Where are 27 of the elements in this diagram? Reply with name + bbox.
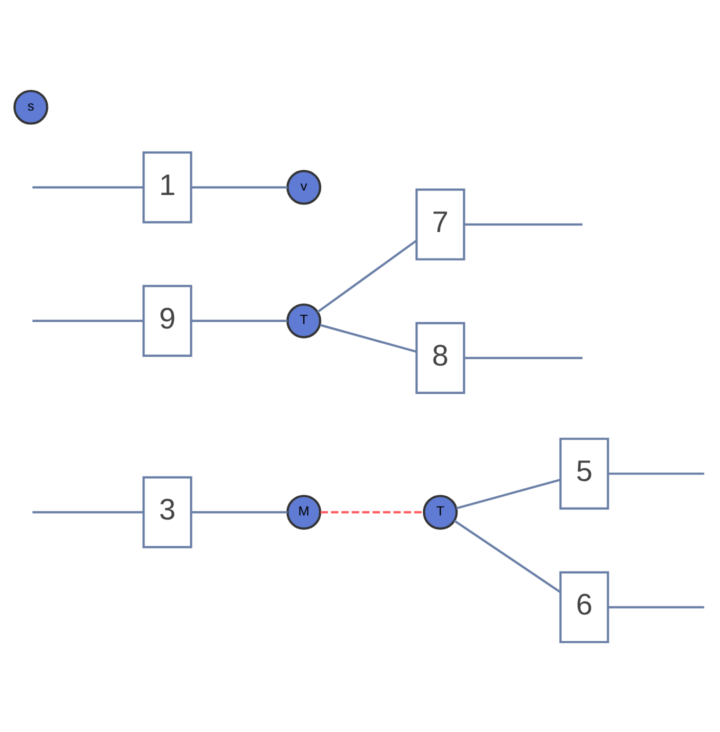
node-box: 3 [142,476,192,548]
connector [32,186,144,188]
connector [191,186,288,188]
connector [608,606,704,608]
connector [320,323,417,352]
node-box: 5 [559,437,610,510]
node-circle: T [286,302,322,338]
node-circle: s [13,89,48,124]
node-box: 8 [415,322,466,394]
node-circle: M [286,494,322,530]
connector [464,356,583,359]
connector [191,510,288,513]
node-box: 9 [142,284,192,356]
connector [608,472,704,474]
connector [191,319,288,322]
connector [317,239,418,312]
node-circle: T [422,494,458,530]
connector [32,510,144,513]
connector [320,510,424,513]
connector [454,519,562,593]
connector [456,478,560,509]
node-box: 1 [142,150,192,223]
connector [32,319,144,322]
node-box: 6 [559,570,610,643]
node-box: 7 [415,188,466,260]
node-circle: v [286,169,322,204]
connector [464,222,583,226]
